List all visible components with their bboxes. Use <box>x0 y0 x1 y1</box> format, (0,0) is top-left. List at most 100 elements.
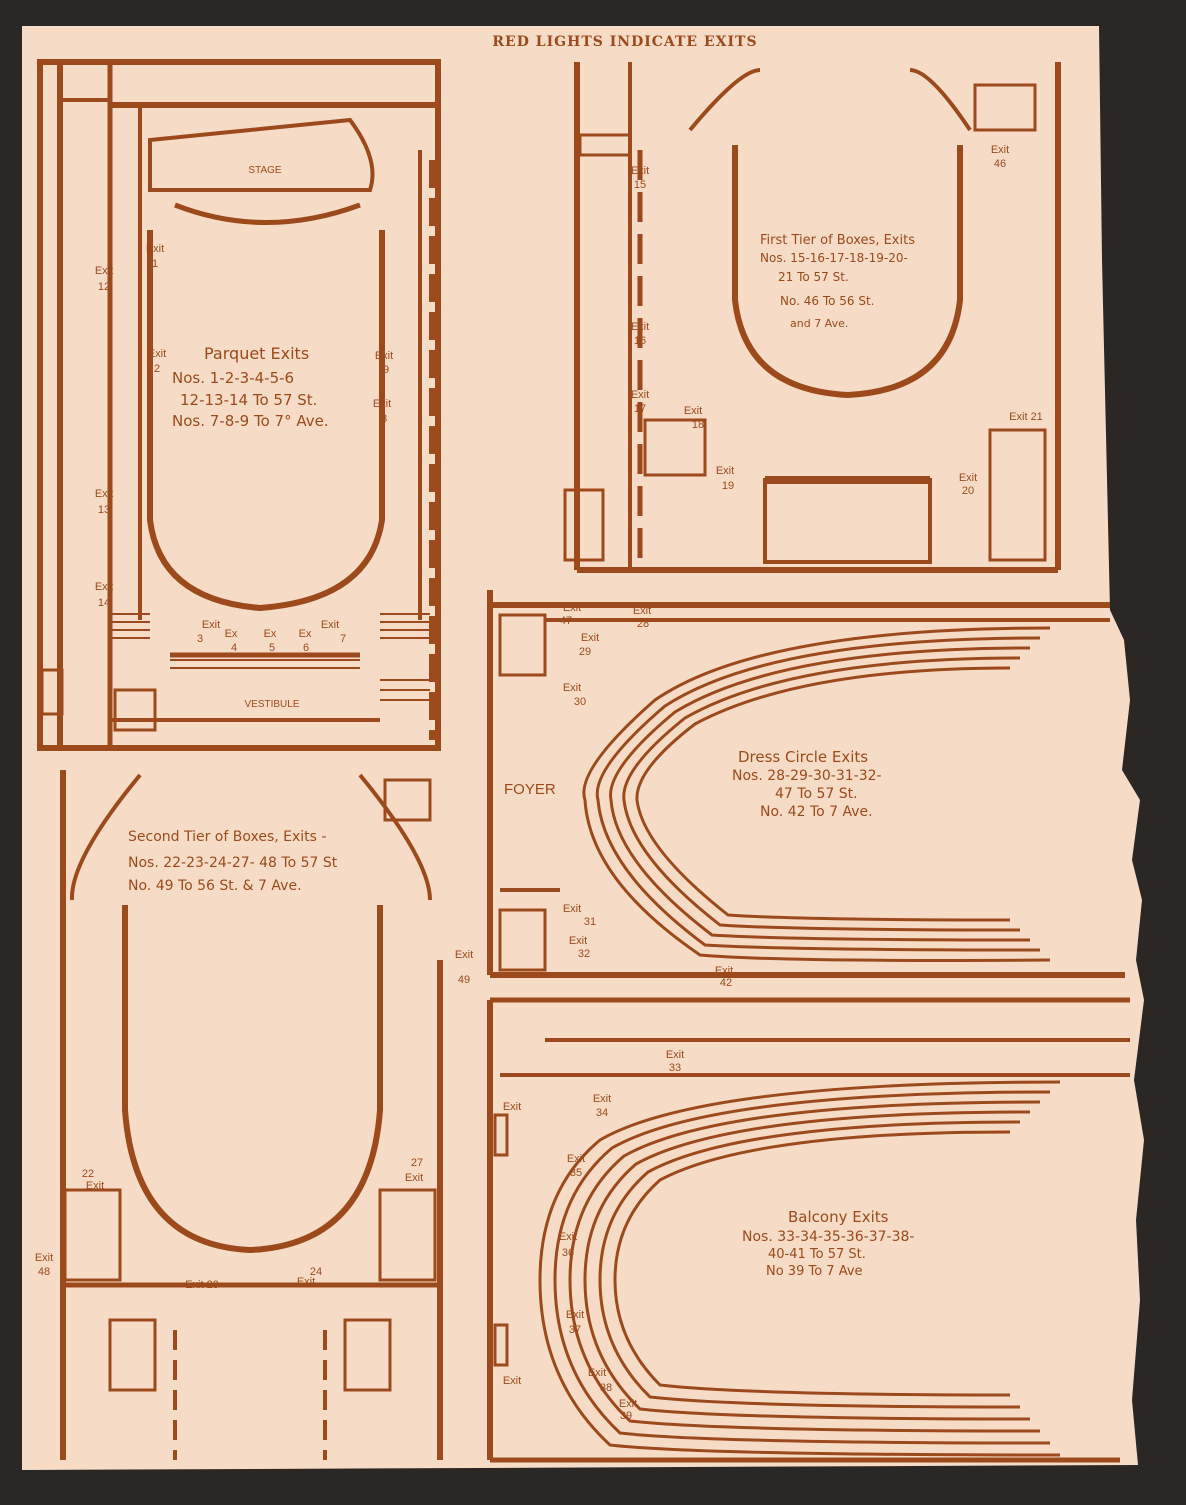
exit-label: Exit <box>631 321 649 333</box>
exit-number: 9 <box>383 364 389 376</box>
exit-number: 18 <box>692 419 704 431</box>
exit-label: Exit <box>95 265 113 277</box>
dress-circle-plan <box>487 590 1125 978</box>
exit-label: Exit <box>373 398 391 410</box>
exit-label: Exit <box>566 1309 584 1321</box>
exit-number: 42 <box>720 977 732 989</box>
first-tier-exit-labels: Exit 15 Exit 16 Exit 17 Exit 18 Exit 19 … <box>631 144 1043 497</box>
balcony-exit-labels: Exit 33 Exit 34 Exit Exit 35 Exit 36 Exi… <box>503 1049 684 1422</box>
exit-label: Exit <box>666 1049 684 1061</box>
exit-number: 37 <box>569 1324 581 1336</box>
parquet-caption-line3: Nos. 7-8-9 To 7° Ave. <box>172 412 329 430</box>
exit-number: 22 <box>82 1168 94 1180</box>
exit-number: 15 <box>634 179 646 191</box>
second-tier-caption-line1: Nos. 22-23-24-27- 48 To 57 St <box>128 855 338 871</box>
exit-number: 12 <box>98 281 110 293</box>
exit-number: 36 <box>562 1247 574 1259</box>
exit-label: Exit <box>633 605 651 617</box>
exit-label: Exit <box>321 619 339 631</box>
balcony-caption-title: Balcony Exits <box>788 1208 889 1226</box>
exit-label: Exit <box>991 144 1009 156</box>
exit-number: 33 <box>669 1062 681 1074</box>
first-tier-caption-title: First Tier of Boxes, Exits <box>760 233 915 248</box>
exit-number: 48 <box>38 1266 50 1278</box>
exit-number: 5 <box>269 642 275 654</box>
exit-number: 39 <box>620 1410 632 1422</box>
exit-label: Exit <box>567 1153 585 1165</box>
balcony-caption-line1: Nos. 33-34-35-36-37-38- <box>742 1229 914 1245</box>
exit-number: 24 <box>310 1266 322 1278</box>
stage-label: STAGE <box>248 165 281 176</box>
dress-circle-caption-line1: Nos. 28-29-30-31-32- <box>732 768 882 784</box>
dress-circle-caption-line3: No. 42 To 7 Ave. <box>760 804 873 820</box>
dress-circle-exit-labels: Exit 47 Exit 28 Exit 29 Exit 30 Exit 31 … <box>560 602 733 989</box>
exit-label: Exit <box>35 1252 53 1264</box>
exit-number: 8 <box>381 413 387 425</box>
exit-number: 27 <box>411 1157 423 1169</box>
exit-number: 20 <box>962 485 974 497</box>
red-lights-header: RED LIGHTS INDICATE EXITS <box>492 34 758 50</box>
exit-number: 14 <box>98 597 110 609</box>
exit-label: Exit <box>631 389 649 401</box>
exit-label: Exit <box>684 405 702 417</box>
exit-number: 46 <box>994 158 1006 170</box>
second-tier-caption-title: Second Tier of Boxes, Exits - <box>128 829 326 845</box>
exit-number: 3 <box>197 633 203 645</box>
exit-label: Ex <box>299 628 312 640</box>
exit-number: 19 <box>722 480 734 492</box>
dress-circle-caption-line2: 47 To 57 St. <box>775 786 858 802</box>
exit-label: Exit <box>563 903 581 915</box>
exit-label: Exit <box>715 965 733 977</box>
exit-label: Exit <box>148 348 166 360</box>
second-tier-caption-line2: No. 49 To 56 St. & 7 Ave. <box>128 878 302 894</box>
exit-number: 34 <box>596 1107 608 1119</box>
exit-number: 47 <box>560 615 572 627</box>
first-tier-caption-line1: Nos. 15-16-17-18-19-20- <box>760 251 908 265</box>
parquet-caption-line1: Nos. 1-2-3-4-5-6 <box>172 369 294 387</box>
exit-label: Exit <box>95 488 113 500</box>
parquet-caption-line2: 12-13-14 To 57 St. <box>180 391 317 409</box>
exit-label: Exit <box>86 1180 104 1192</box>
exit-label: Exit <box>959 472 977 484</box>
exit-number: 49 <box>458 974 470 986</box>
parquet-plan <box>37 59 441 751</box>
parquet-exit-labels: Exit 1 Exit 12 Exit 2 Exit 9 Exit 8 Exit… <box>95 243 393 654</box>
exit-number: 29 <box>579 646 591 658</box>
first-tier-caption-line4: and 7 Ave. <box>790 317 848 330</box>
exit-number: 32 <box>578 948 590 960</box>
exit-label: Exit <box>716 465 734 477</box>
exit-number: 30 <box>574 696 586 708</box>
vestibule-label: VESTIBULE <box>244 699 299 710</box>
foyer-label: FOYER <box>504 781 556 798</box>
exit-number: 31 <box>584 916 596 928</box>
exit-label: Exit 21 <box>1009 411 1043 423</box>
exit-label: Exit <box>455 949 473 961</box>
exit-label: Exit <box>202 619 220 631</box>
exit-number: 16 <box>634 335 646 347</box>
exit-number: 13 <box>98 504 110 516</box>
exit-number: 28 <box>637 618 649 630</box>
exit-label: Exit <box>559 1231 577 1243</box>
balcony-plan <box>487 997 1130 1463</box>
exit-number: 2 <box>154 363 160 375</box>
exit-number: 35 <box>570 1167 582 1179</box>
exit-label: Exit <box>593 1093 611 1105</box>
exit-label: Exit <box>563 682 581 694</box>
exit-label: Ex <box>264 628 277 640</box>
exit-label: Exit <box>619 1398 637 1410</box>
exit-label: Exit <box>563 602 581 614</box>
paper-sheet <box>22 26 1144 1470</box>
exit-number: 6 <box>303 642 309 654</box>
exit-label: Exit <box>375 350 393 362</box>
exit-label: Exit <box>146 243 164 255</box>
exit-number: 7 <box>340 633 346 645</box>
exit-number: 1 <box>152 258 158 270</box>
second-tier-exit-labels: Exit 49 Exit 22 Exit 27 Exit 48 Exit 23 … <box>35 949 473 1291</box>
exit-label: Exit 23 <box>185 1279 219 1291</box>
exit-number: 17 <box>634 403 646 415</box>
balcony-caption-line2: 40-41 To 57 St. <box>768 1247 866 1262</box>
parquet-caption-title: Parquet Exits <box>204 344 309 363</box>
first-tier-caption-line2: 21 To 57 St. <box>778 270 849 284</box>
